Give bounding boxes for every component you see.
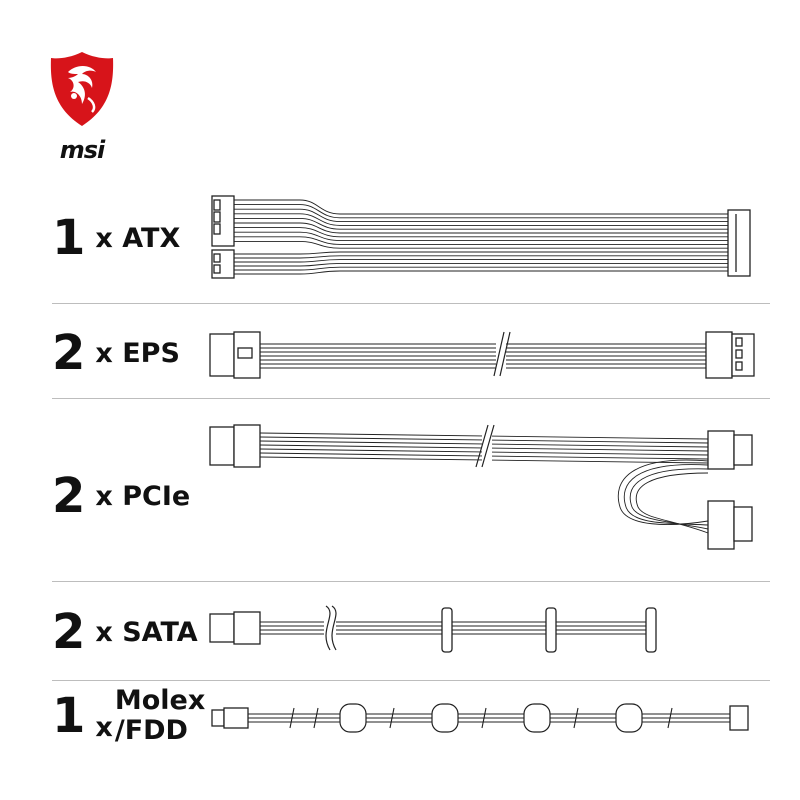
shield-dragon-icon (50, 52, 114, 126)
atx-x: x (95, 222, 113, 254)
sata-name: SATA (122, 616, 198, 648)
molex-qty: 1 (52, 688, 86, 744)
sata-x: x (95, 616, 113, 648)
atx-qty: 1 (52, 210, 86, 266)
pcie-name: PCIe (122, 480, 191, 512)
atx-cable-icon (211, 195, 751, 279)
sata-qty: 2 (52, 604, 86, 660)
molex-cable-icon (211, 703, 749, 733)
eps-cable-icon (209, 331, 755, 379)
sata-cable-icon (209, 605, 657, 654)
pcie-cable-icon (209, 424, 753, 550)
eps-qty: 2 (52, 325, 86, 381)
divider (52, 303, 770, 304)
divider (52, 581, 770, 582)
brand-wordmark: msi (59, 136, 106, 164)
molex-x: x (95, 711, 113, 743)
eps-x: x (95, 337, 113, 369)
msi-logo: msi (44, 50, 120, 164)
fdd-name: /FDD (114, 715, 188, 746)
pcie-qty: 2 (52, 468, 86, 524)
atx-name: ATX (122, 222, 181, 254)
eps-name: EPS (122, 337, 180, 369)
pcie-x: x (95, 480, 113, 512)
divider (52, 680, 770, 681)
divider (52, 398, 770, 399)
molex-name: Molex (114, 685, 206, 716)
